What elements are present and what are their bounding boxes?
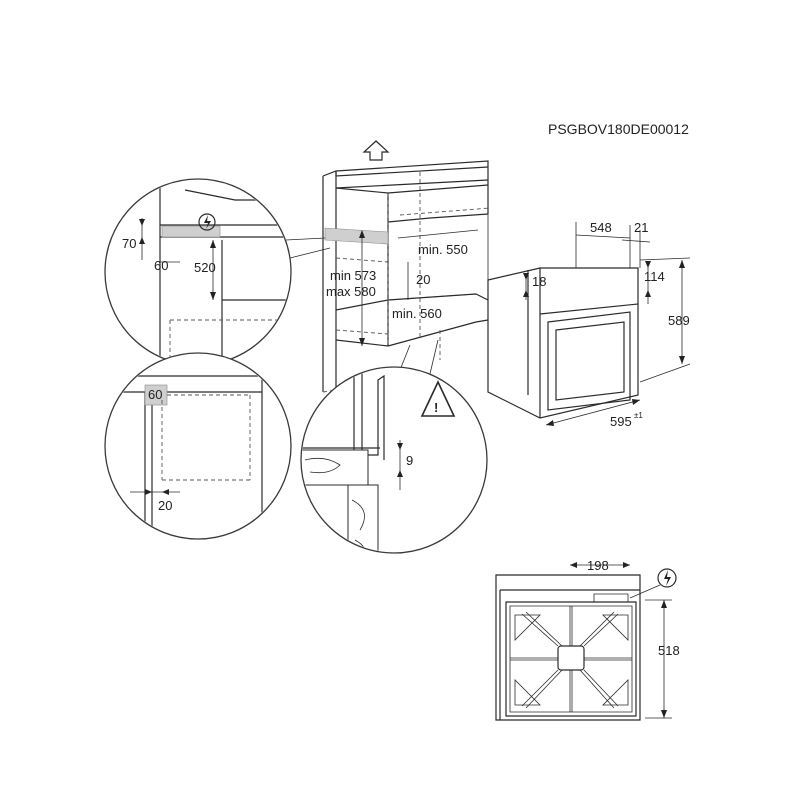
- oven-width-tolerance: ±1: [634, 411, 643, 420]
- niche-vent-gap: 20: [416, 272, 430, 287]
- detail-bottom-dim-20: 20: [158, 498, 172, 513]
- oven-depth: 548: [590, 220, 612, 235]
- oven-height: 589: [668, 313, 690, 328]
- niche-height-max: max 580: [326, 284, 376, 299]
- niche-depth-min: min. 560: [392, 306, 442, 321]
- detail-dim-60: 60: [154, 258, 168, 273]
- oven-door-thickness: 21: [634, 220, 648, 235]
- top-vent-area: [324, 227, 389, 245]
- warning-icon: !: [420, 380, 456, 417]
- rear-power-connection-icon: [657, 568, 677, 588]
- arrow-up-icon: [362, 140, 390, 161]
- svg-text:!: !: [434, 400, 438, 415]
- rear-width-offset: 198: [587, 558, 609, 573]
- cabinet-niche: min 573 max 580 min. 550 20 min. 560: [322, 140, 491, 393]
- detail-bottom-dim-60: 60: [148, 387, 162, 402]
- rear-height: 518: [658, 643, 680, 658]
- oven-width: 595: [610, 414, 632, 429]
- detail-bottom-left: 60 20: [104, 352, 292, 540]
- detail-top-left: 70 60 520: [104, 178, 292, 366]
- power-connection-icon: [198, 213, 216, 231]
- oven-iso-view: 548 21 18 114 589 595 ±1: [487, 220, 691, 429]
- detail-dim-70: 70: [122, 236, 136, 251]
- detail-dim-9: 9: [406, 453, 413, 468]
- niche-height-min: min 573: [330, 268, 376, 283]
- oven-rear-view: 198 518: [495, 558, 680, 721]
- detail-dim-520: 520: [194, 260, 216, 275]
- document-code: PSGBOV180DE00012: [548, 121, 689, 137]
- oven-top-offset: 18: [532, 274, 546, 289]
- detail-bottom-center: ! 9: [300, 366, 488, 554]
- oven-panel-height: 114: [644, 269, 665, 284]
- niche-width-min: min. 550: [418, 242, 468, 257]
